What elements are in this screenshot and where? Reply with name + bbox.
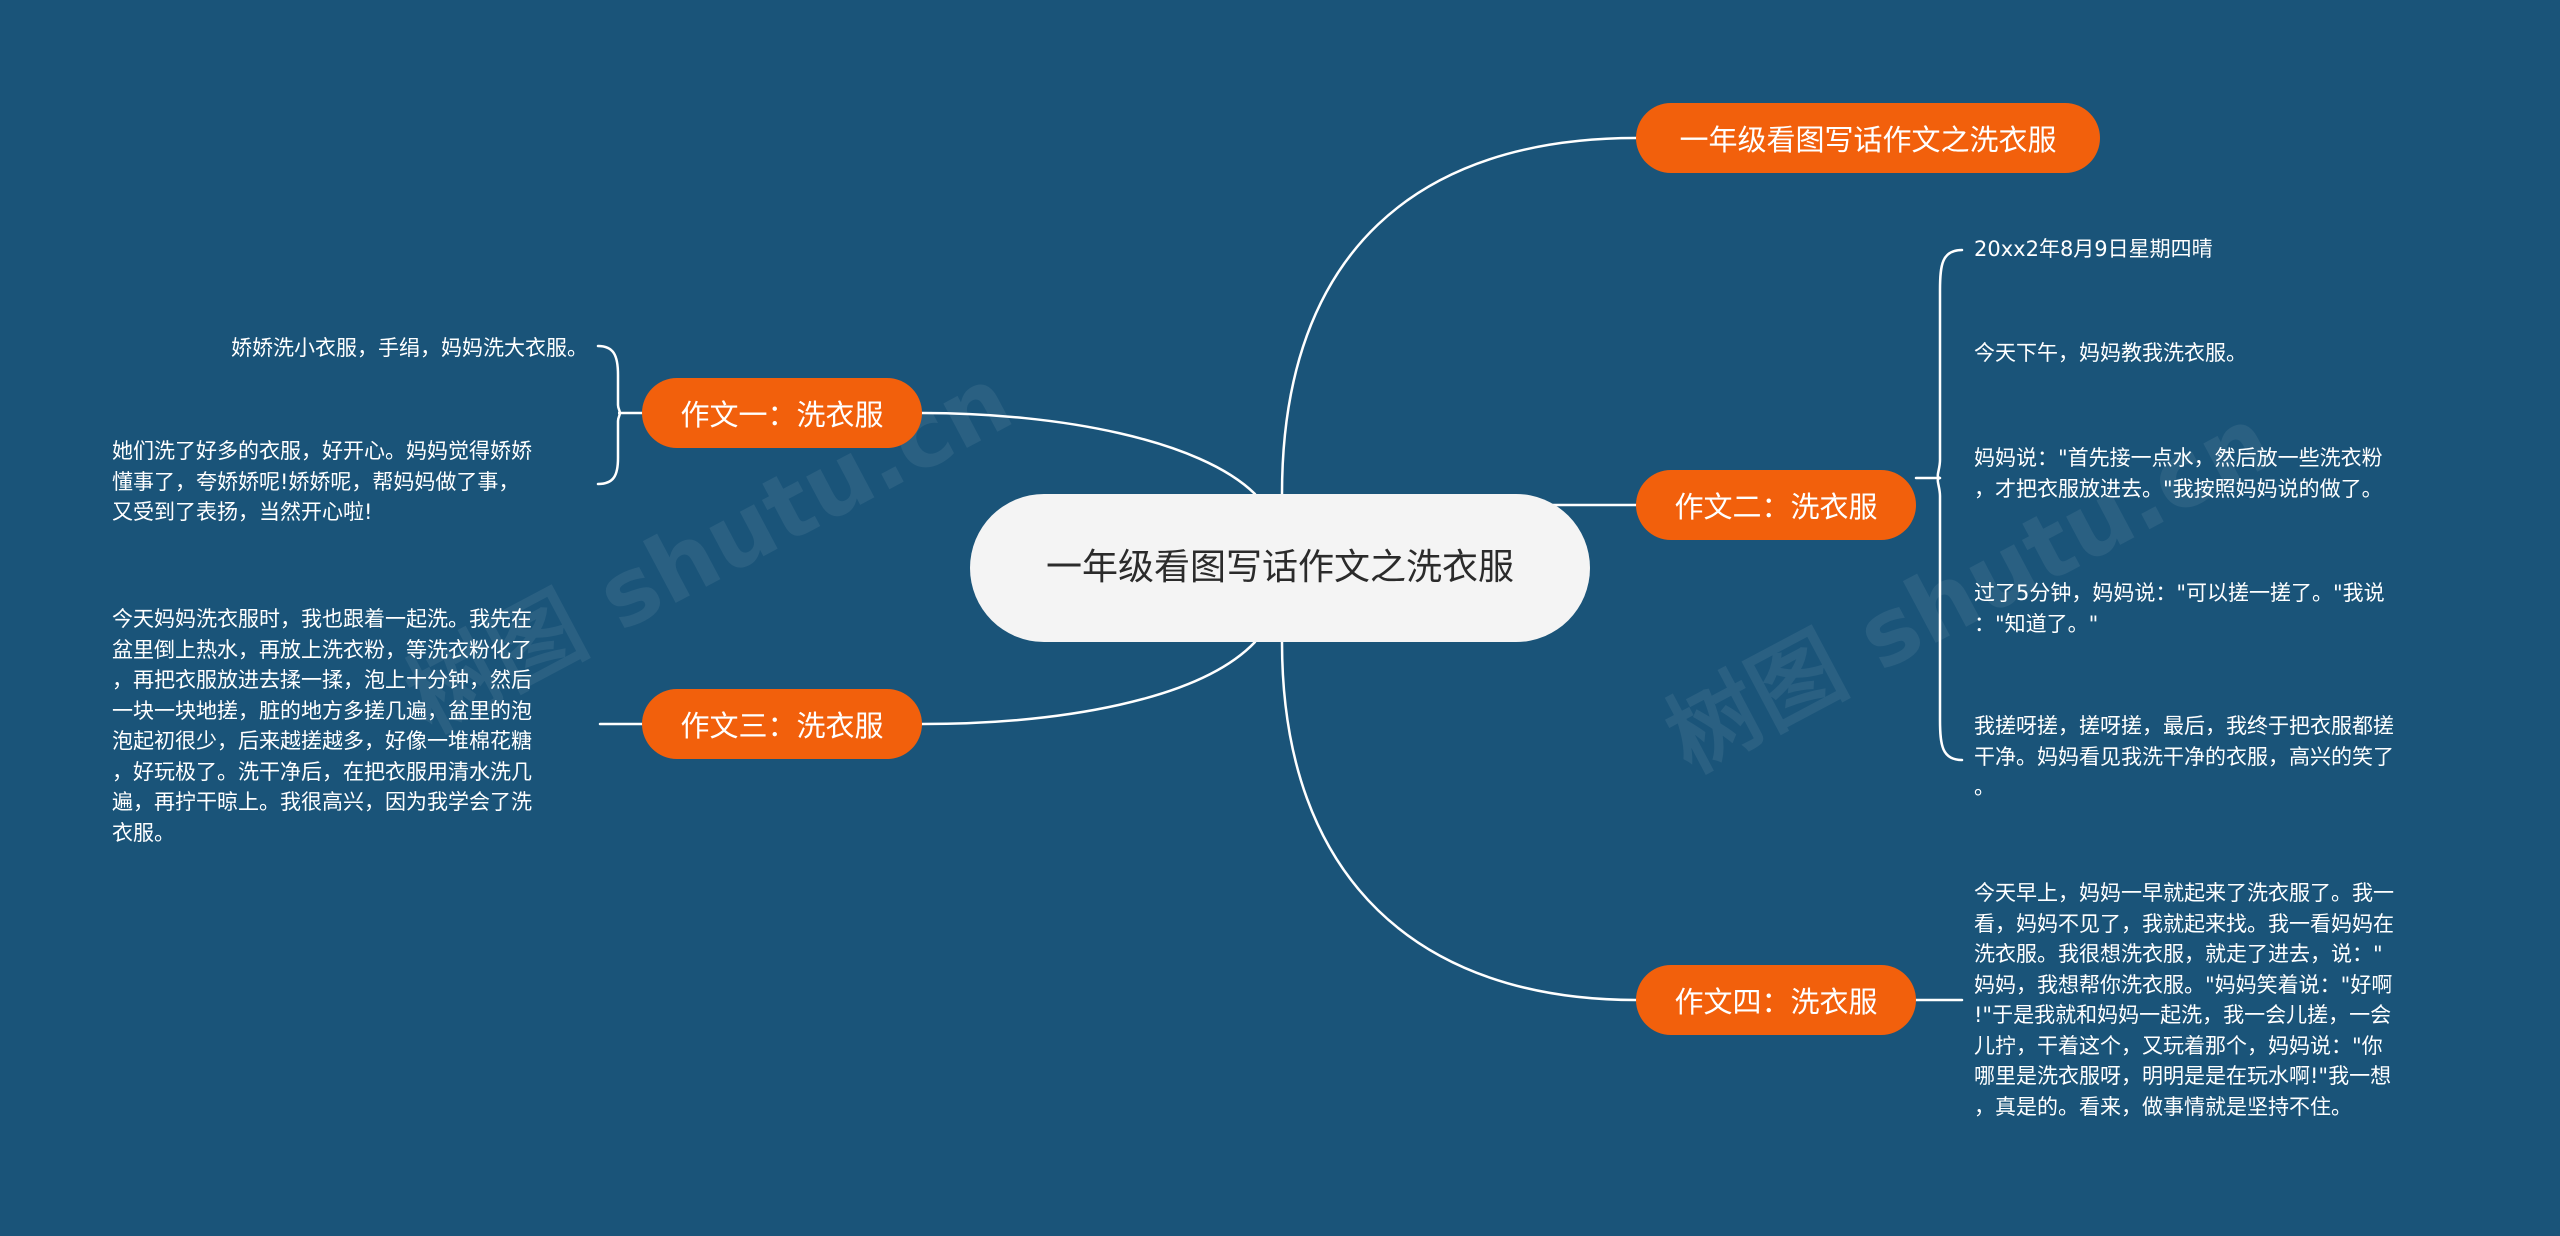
connector-root-r3: [1280, 640, 1638, 1002]
branch-node-essay-1[interactable]: 作文一：洗衣服: [642, 378, 922, 448]
leaf-essay-2-p3: 过了5分钟，妈妈说："可以搓一搓了。"我说 ："知道了。": [1974, 581, 2385, 636]
leaf-essay-2-p2: 妈妈说："首先接一点水，然后放一些洗衣粉 ，才把衣服放进去。"我按照妈妈说的做了…: [1974, 446, 2383, 501]
branch-node-essay-4[interactable]: 作文四：洗衣服: [1636, 965, 1916, 1035]
bracket-r2: [1936, 248, 1964, 762]
branch-node-essay-2[interactable]: 作文二：洗衣服: [1636, 470, 1916, 540]
bracket-l1: [596, 344, 622, 486]
leaf-essay-4-body: 今天早上，妈妈一早就起来了洗衣服了。我一 看，妈妈不见了，我就起来找。我一看妈妈…: [1974, 881, 2394, 1119]
connector-root-l2: [920, 640, 1257, 726]
connector-root-r1: [1280, 136, 1638, 496]
branch-node-title[interactable]: 一年级看图写话作文之洗衣服: [1636, 103, 2100, 173]
leaf-essay-3-body: 今天妈妈洗衣服时，我也跟着一起洗。我先在 盆里倒上热水，再放上洗衣粉，等洗衣粉化…: [112, 607, 532, 845]
leaf-essay-2-p4: 我搓呀搓，搓呀搓，最后，我终于把衣服都搓 干净。妈妈看见我洗干净的衣服，高兴的笑…: [1974, 714, 2394, 799]
connector-root-l1: [920, 411, 1257, 496]
branch-node-essay-3[interactable]: 作文三：洗衣服: [642, 689, 922, 759]
leaf-essay-2-date: 20xx2年8月9日星期四晴: [1974, 237, 2213, 261]
leaf-essay-1-p1: 娇娇洗小衣服，手绢，妈妈洗大衣服。: [231, 336, 588, 360]
root-node[interactable]: 一年级看图写话作文之洗衣服: [970, 494, 1590, 642]
leaf-essay-1-p2: 她们洗了好多的衣服，好开心。妈妈觉得娇娇 懂事了，夸娇娇呢!娇娇呢，帮妈妈做了事…: [112, 439, 532, 524]
leaf-essay-2-p1: 今天下午，妈妈教我洗衣服。: [1974, 341, 2247, 365]
